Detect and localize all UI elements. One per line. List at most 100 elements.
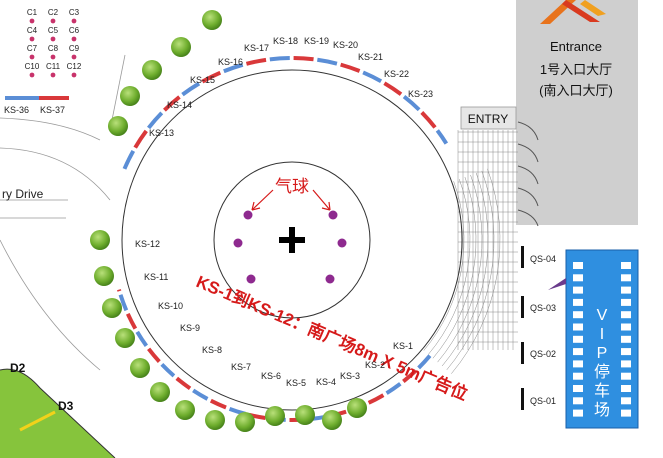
- ks-19-label: KS-19: [304, 36, 329, 46]
- tree: [205, 410, 225, 430]
- booth-c2-dot: [50, 18, 56, 24]
- booth-c10-label: C10: [25, 62, 40, 71]
- booth-c9-label: C9: [69, 44, 80, 53]
- banner-segment: [383, 81, 403, 96]
- ks-22-label: KS-22: [384, 69, 409, 79]
- chevron-logo-icon: [540, 0, 606, 24]
- balloon: [328, 210, 338, 220]
- plaza-outer-circle: [121, 69, 463, 411]
- banner-segment: [201, 70, 222, 84]
- entry-label: ENTRY: [468, 112, 508, 126]
- parking-slot: [621, 298, 631, 306]
- banner-segment: [133, 129, 148, 149]
- banner-segment: [192, 388, 209, 401]
- ks-7-label: KS-7: [231, 362, 251, 372]
- ks-16-label: KS-16: [218, 57, 243, 67]
- tree: [171, 37, 191, 57]
- tree: [90, 230, 110, 250]
- qs-02-label: QS-02: [530, 349, 556, 359]
- tree: [108, 116, 128, 136]
- stairs: [423, 130, 518, 374]
- entry-box: [460, 106, 517, 130]
- balloon: [243, 210, 253, 220]
- tree: [102, 298, 122, 318]
- parking-slot: [573, 348, 583, 356]
- banner-segment: [125, 312, 138, 330]
- ks-14-label: KS-14: [167, 100, 192, 110]
- ks-3-label: KS-3: [340, 371, 360, 381]
- banner-segment: [163, 95, 181, 112]
- parking-slot: [573, 311, 583, 319]
- banner-segment: [362, 70, 383, 84]
- tree: [142, 60, 162, 80]
- ks-23-label: KS-23: [408, 89, 433, 99]
- parking-slot: [621, 397, 631, 405]
- parking-slot: [573, 274, 583, 282]
- banner-segment: [118, 294, 129, 312]
- booth-c8-dot: [50, 54, 56, 60]
- booth-c7-label: C7: [27, 44, 38, 53]
- lawn: [0, 369, 115, 458]
- balloon-label: 气球: [275, 177, 309, 196]
- parking-slot: [573, 262, 583, 269]
- ks-11-label: KS-11: [144, 272, 168, 282]
- booth-c1-label: C1: [27, 8, 38, 17]
- ks-17-label: KS-17: [244, 43, 269, 53]
- parking-slot: [621, 274, 631, 282]
- banner-segment: [175, 376, 192, 390]
- parking-slot: [621, 323, 631, 331]
- parking-slot: [573, 323, 583, 331]
- banner-segment: [147, 111, 164, 130]
- parking-slot: [621, 286, 631, 294]
- banner-segment: [340, 62, 361, 73]
- banner-ks36-37: KS-36 KS-37: [4, 96, 69, 115]
- banner-segment: [385, 382, 402, 395]
- parking-slot: [621, 348, 631, 356]
- booth-c4-label: C4: [27, 26, 38, 35]
- booth-c3-label: C3: [69, 8, 80, 17]
- banner-segment: [147, 347, 161, 363]
- booth-c6-label: C6: [69, 26, 80, 35]
- tree: [94, 266, 114, 286]
- parking-slot: [573, 286, 583, 294]
- entry-arches: [517, 121, 539, 227]
- banner-segment: [223, 62, 244, 74]
- booth-c6-dot: [71, 36, 77, 42]
- banner-segment: [245, 57, 267, 66]
- tree: [150, 382, 170, 402]
- booth-c9-dot: [71, 54, 77, 60]
- plaza-inner-circle: [213, 161, 371, 319]
- parking-slot: [621, 335, 631, 343]
- gate-bar: [19, 410, 56, 432]
- entrance-subtitle-cn: (南入口大厅): [539, 83, 613, 98]
- parking-slot: [621, 262, 631, 269]
- ks-36-label: KS-36: [4, 105, 29, 115]
- ks-37-label: KS-37: [40, 105, 65, 115]
- banner-segment: [367, 393, 385, 405]
- ks-1-label: KS-1: [393, 341, 413, 351]
- balloons: [233, 210, 347, 284]
- banner-segment: [317, 57, 338, 66]
- booth-c11-dot: [50, 72, 56, 78]
- booth-c12-dot: [71, 72, 77, 78]
- parking-slot: [573, 385, 583, 392]
- ks-15-label: KS-15: [190, 75, 215, 85]
- roads: [0, 54, 126, 371]
- banner-segment: [209, 398, 227, 410]
- qs-03-label: QS-03: [530, 303, 556, 313]
- booth-c1-dot: [29, 18, 35, 24]
- tree: [235, 412, 255, 432]
- kiosk-labels: KS-1 KS-2 KS-3 KS-4 KS-5 KS-6 KS-7 KS-8 …: [135, 36, 433, 388]
- parking-slot: [621, 311, 631, 319]
- tree: [175, 400, 195, 420]
- tree: [295, 405, 315, 425]
- banner-segment: [402, 369, 418, 384]
- tree: [115, 328, 135, 348]
- tree: [322, 410, 342, 430]
- parking-slots: [573, 262, 631, 417]
- ks-5-label: KS-5: [286, 378, 306, 388]
- zone-d3-label: D3: [58, 399, 74, 413]
